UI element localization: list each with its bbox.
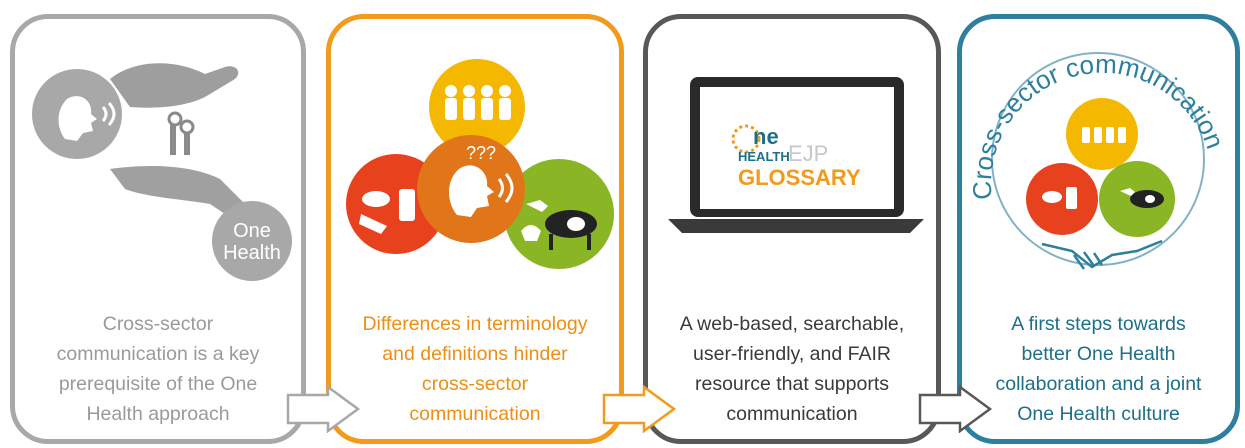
sector-circles-illustration: ???: [346, 59, 614, 269]
badge-line-two: Health: [223, 242, 281, 264]
food-icon: [1042, 187, 1077, 209]
panel-collaboration-culture: Cross-sector communication A first steps…: [957, 14, 1240, 444]
people-icon: [1082, 127, 1126, 143]
laptop-screen: [700, 87, 894, 209]
panel-glossary-resource: ne HEALTH EJP GLOSSARY A web-based, sear…: [643, 14, 941, 444]
lower-hand-icon: [110, 166, 255, 226]
one-health-badge: [212, 201, 292, 281]
svg-text:ne: ne: [753, 124, 779, 149]
panel-four-caption: A first steps towards better One Health …: [995, 313, 1202, 425]
food-icon: [359, 189, 415, 234]
panel-one-health-prerequisite: One Health Cross-sector communication is…: [10, 14, 306, 444]
one-health-ejp-logo: ne HEALTH EJP GLOSSARY: [731, 124, 861, 190]
laptop-illustration: ne HEALTH EJP GLOSSARY: [668, 77, 924, 233]
panel-terminology-differences: ??? Differences in terminology and defin…: [326, 14, 624, 444]
svg-text:GLOSSARY: GLOSSARY: [738, 165, 861, 190]
arrow-icon: [918, 385, 993, 433]
animals-icon: [521, 200, 597, 250]
animals-icon: [1120, 188, 1164, 208]
collaboration-ring: [991, 52, 1205, 266]
keys-icon: [167, 111, 195, 155]
question-marks: ???: [466, 143, 496, 163]
arrow-icon: [602, 385, 677, 433]
svg-text:EJP: EJP: [788, 141, 828, 166]
arrow-icon: [286, 385, 361, 433]
panel-three-caption: A web-based, searchable, user-friendly, …: [679, 313, 905, 425]
laptop-base: [668, 219, 924, 233]
upper-hand-icon: [110, 63, 239, 108]
speaking-head-icon: [58, 96, 97, 141]
panel-one-caption: Cross-sector communication is a key prer…: [56, 313, 260, 425]
collaboration-illustration: Cross-sector communication: [967, 49, 1230, 270]
badge-line-one: One: [233, 220, 271, 242]
food-circle: [1026, 163, 1098, 235]
people-icon: [445, 85, 511, 120]
speaking-head-icon: [449, 165, 494, 217]
panel-two-caption: Differences in terminology and definitio…: [362, 313, 588, 425]
people-circle: [429, 59, 525, 155]
key-handover-illustration: One Health: [32, 63, 292, 281]
svg-text:HEALTH: HEALTH: [738, 149, 790, 164]
handshake-icon: [1041, 239, 1163, 270]
